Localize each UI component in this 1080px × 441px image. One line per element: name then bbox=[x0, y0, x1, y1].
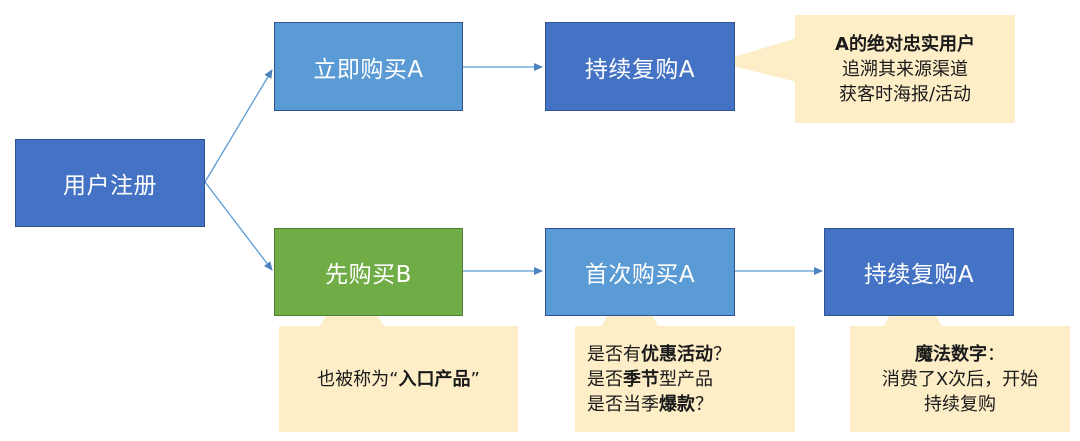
callout-loyal-line3: 获客时海报/活动 bbox=[838, 83, 972, 105]
callout-loyal-title: A的绝对忠实用户 bbox=[835, 33, 975, 55]
callout-magic-title: 魔法数字： bbox=[915, 343, 1005, 365]
node-first-buy-a: 首次购买A bbox=[545, 228, 735, 316]
node-repurchase-a-top: 持续复购A bbox=[545, 22, 735, 111]
callout-entry-product: 也被称为“入口产品” bbox=[279, 326, 518, 432]
callout-questions-line3: 是否当季爆款？ bbox=[587, 393, 713, 415]
callout-loyal-users: A的绝对忠实用户 追溯其来源渠道 获客时海报/活动 bbox=[795, 15, 1015, 123]
node-register: 用户注册 bbox=[15, 139, 205, 227]
callout-entry-text: 也被称为“入口产品” bbox=[317, 368, 480, 390]
node-buy-a-now: 立即购买A bbox=[274, 22, 463, 111]
callout-magic-line3: 持续复购 bbox=[924, 393, 996, 415]
callout-questions-line2: 是否季节型产品 bbox=[587, 368, 713, 390]
loyal-callout-pointer bbox=[717, 38, 797, 82]
arrow-register-to-buy-b bbox=[204, 181, 273, 271]
node-repurchase-a-bottom: 持续复购A bbox=[824, 228, 1014, 316]
callout-questions-line1: 是否有优惠活动？ bbox=[587, 343, 731, 365]
callout-loyal-line2: 追溯其来源渠道 bbox=[842, 58, 968, 80]
node-buy-b-first: 先购买B bbox=[274, 228, 463, 316]
arrow-register-to-buy-a bbox=[204, 69, 273, 183]
callout-magic-number: 魔法数字： 消费了X次后，开始 持续复购 bbox=[850, 326, 1070, 432]
callout-magic-line2: 消费了X次后，开始 bbox=[881, 368, 1039, 390]
callout-questions: 是否有优惠活动？ 是否季节型产品 是否当季爆款？ bbox=[575, 326, 795, 432]
